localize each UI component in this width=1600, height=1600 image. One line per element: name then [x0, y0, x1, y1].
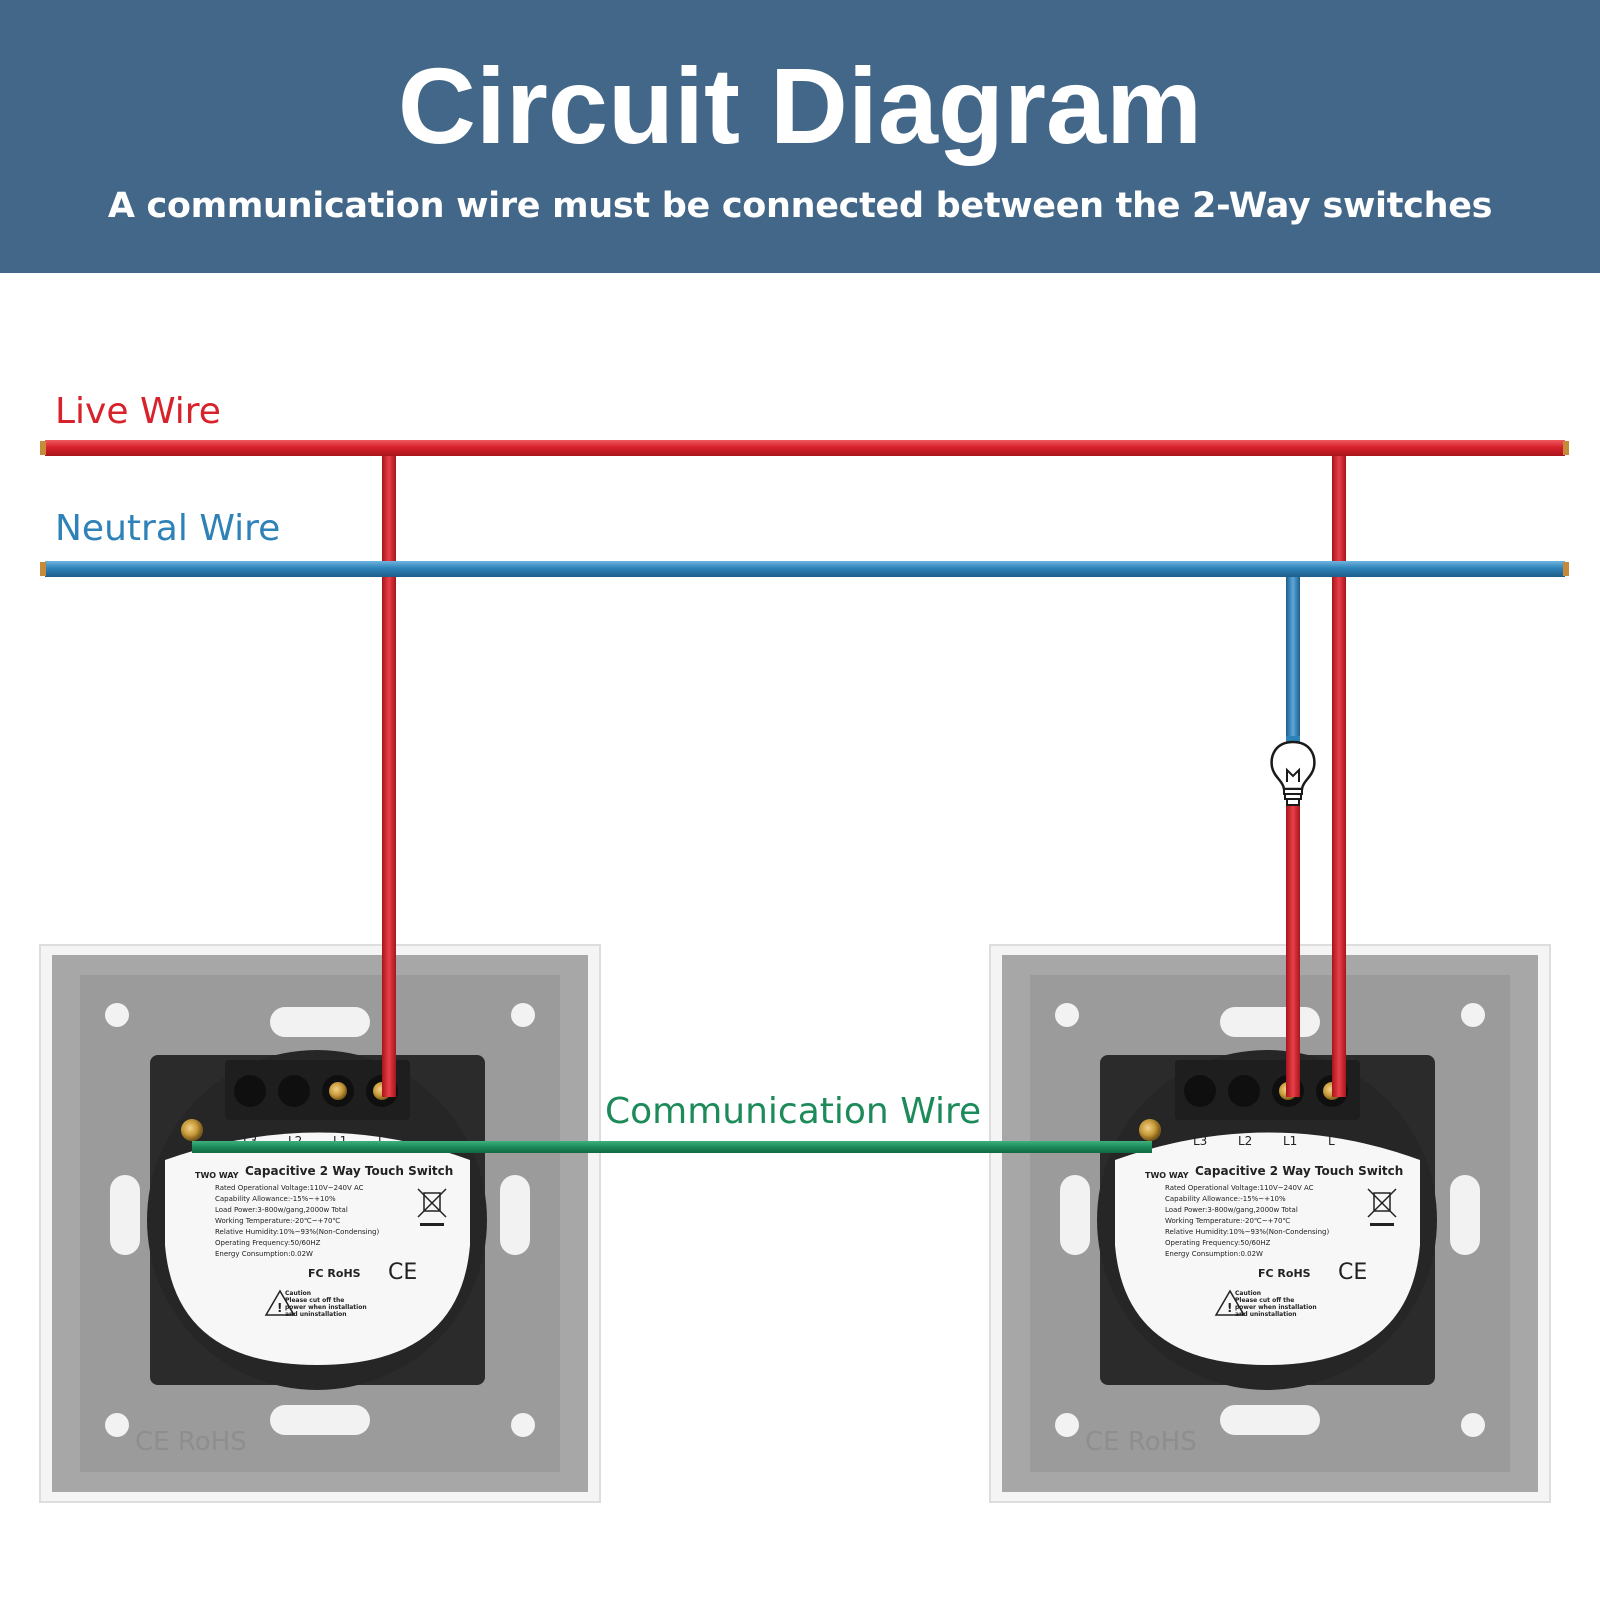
spec-line: Capability Allowance:-15%~+10% [1165, 1195, 1286, 1203]
spec-line: Load Power:3-800w/gang,2000w Total [215, 1206, 348, 1214]
switch-left: CE RoHS L3 L2 L1 L TWO WAY Capacitive 2 … [39, 944, 601, 1503]
live-wire-bus [40, 440, 1569, 456]
mount-slot [1220, 1007, 1320, 1037]
mount-slot [1450, 1175, 1480, 1255]
cert-marks: FC RoHS [1258, 1267, 1311, 1280]
caution-line: Caution [285, 1290, 311, 1297]
mount-slot [270, 1007, 370, 1037]
mount-slot [1060, 1175, 1090, 1255]
page-title: Circuit Diagram [397, 45, 1203, 166]
caution-line: power when installation [1235, 1304, 1317, 1311]
page-subtitle: A communication wire must be connected b… [107, 186, 1493, 226]
weee-bin-icon [417, 1188, 447, 1226]
communication-wire [192, 1141, 1152, 1153]
terminal-block [1175, 1060, 1360, 1120]
spec-line: Rated Operational Voltage:110V~240V AC [215, 1184, 364, 1192]
mount-hole [105, 1003, 129, 1027]
mount-slot [500, 1175, 530, 1255]
spec-line: Operating Frequency:50/60HZ [1165, 1239, 1271, 1247]
mount-slot [110, 1175, 140, 1255]
svg-text:!: ! [277, 1301, 282, 1315]
label-l1: L1 [1283, 1134, 1297, 1148]
terminal-l3 [234, 1075, 266, 1107]
caution-line: and uninstallation [285, 1311, 347, 1318]
terminal-block [225, 1060, 410, 1120]
switch-right: CE RoHS L3 L2 L1 L TWO WAY Capacitive 2 … [989, 944, 1551, 1503]
terminal-l2 [1228, 1075, 1260, 1107]
mount-hole [511, 1003, 535, 1027]
live-drop-left [382, 449, 396, 1097]
ce-mark: CE [388, 1260, 417, 1285]
label-l2: L2 [1238, 1134, 1252, 1148]
switched-live-wire [1286, 800, 1300, 1097]
type-tag: TWO WAY [1145, 1171, 1189, 1180]
ce-mark: CE [1338, 1260, 1367, 1285]
embossed-mark: CE RoHS [135, 1427, 247, 1457]
spec-line: Rated Operational Voltage:110V~240V AC [1165, 1184, 1314, 1192]
light-bulb-icon [1270, 736, 1316, 806]
label-l: L [1328, 1134, 1335, 1148]
caution-line: Please cut off the [285, 1297, 344, 1304]
caution-line: power when installation [285, 1304, 367, 1311]
mount-hole [511, 1413, 535, 1437]
type-tag: TWO WAY [195, 1171, 239, 1180]
spec-line: Working Temperature:-20℃~+70℃ [1165, 1217, 1290, 1225]
spec-line: Operating Frequency:50/60HZ [215, 1239, 321, 1247]
warning-triangle-icon: ! [1214, 1289, 1246, 1316]
embossed-mark: CE RoHS [1085, 1427, 1197, 1457]
product-name: Capacitive 2 Way Touch Switch [1195, 1164, 1403, 1178]
spec-line: Load Power:3-800w/gang,2000w Total [1165, 1206, 1298, 1214]
terminal-l3 [1184, 1075, 1216, 1107]
switch-label-sticker [1115, 1132, 1420, 1365]
spec-line: Energy Consumption:0.02W [215, 1250, 313, 1258]
spec-line: Relative Humidity:10%~93%(Non-Condensing… [215, 1228, 380, 1236]
weee-bin-icon [1367, 1188, 1397, 1226]
mount-hole [1055, 1003, 1079, 1027]
terminal-l2 [278, 1075, 310, 1107]
caution-line: Please cut off the [1235, 1297, 1294, 1304]
cert-marks: FC RoHS [308, 1267, 361, 1280]
neutral-drop-lamp [1286, 574, 1300, 740]
mount-hole [105, 1413, 129, 1437]
mount-slot [1220, 1405, 1320, 1435]
spec-line: Energy Consumption:0.02W [1165, 1250, 1263, 1258]
caution-line: Caution [1235, 1290, 1261, 1297]
live-wire-label: Live Wire [55, 391, 221, 432]
live-drop-right [1332, 449, 1346, 1097]
neutral-wire-label: Neutral Wire [55, 508, 281, 549]
header-banner: Circuit Diagram A communication wire mus… [0, 0, 1600, 273]
mount-hole [1055, 1413, 1079, 1437]
spec-line: Working Temperature:-20℃~+70℃ [215, 1217, 340, 1225]
svg-text:!: ! [1227, 1301, 1232, 1315]
label-l3: L3 [1193, 1134, 1207, 1148]
warning-triangle-icon: ! [264, 1289, 296, 1316]
spec-line: Relative Humidity:10%~93%(Non-Condensing… [1165, 1228, 1330, 1236]
neutral-wire-bus [40, 561, 1569, 577]
mount-hole [1461, 1413, 1485, 1437]
caution-line: and uninstallation [1235, 1311, 1297, 1318]
communication-wire-label: Communication Wire [605, 1091, 982, 1132]
mount-hole [1461, 1003, 1485, 1027]
mount-slot [270, 1405, 370, 1435]
spec-line: Capability Allowance:-15%~+10% [215, 1195, 336, 1203]
switch-label-sticker [165, 1132, 470, 1365]
product-name: Capacitive 2 Way Touch Switch [245, 1164, 453, 1178]
